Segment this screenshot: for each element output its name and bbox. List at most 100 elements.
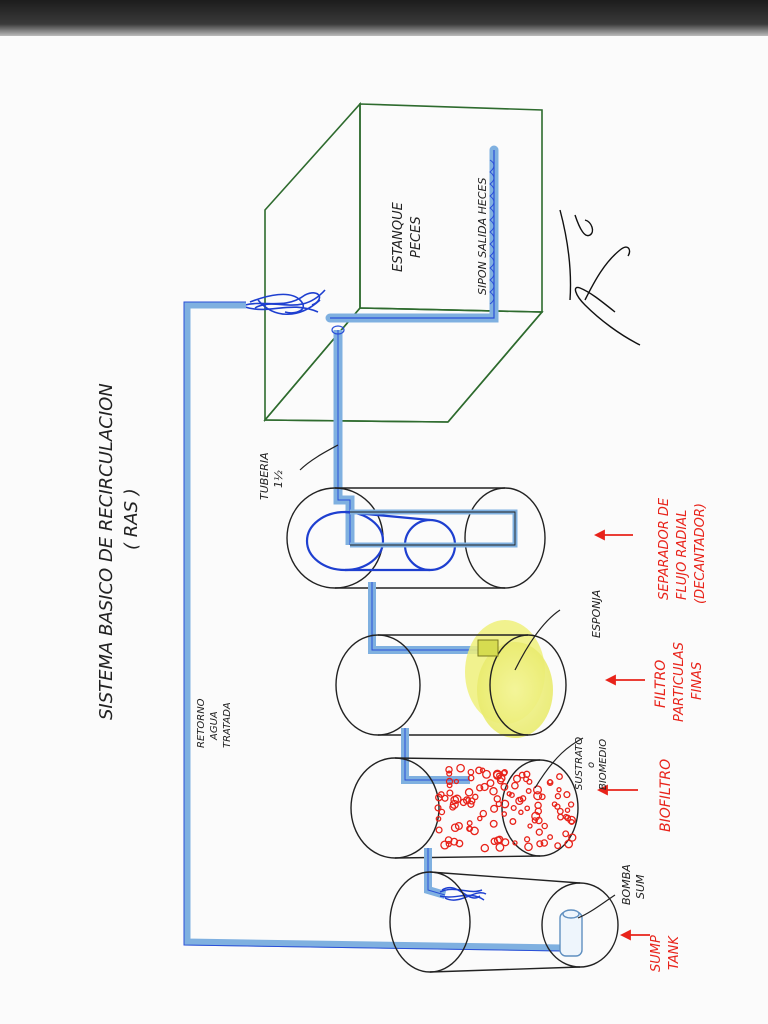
biomedia-bead [501,769,508,776]
sump-tank [389,871,619,973]
biofilter-label-text: BIOFILTRO [658,759,674,832]
biomedia-bead [495,842,505,852]
biomedia-bead [547,834,554,841]
biomedia-bead [446,789,454,797]
biomedia-bead [506,791,512,797]
paper-sheet [0,36,768,1024]
biomedia-bead [518,771,526,779]
biomedia-bead [568,819,575,825]
pump-label: BOMBA SUM [620,864,647,905]
biomedia-bead [477,815,483,822]
fish-tank [263,101,544,423]
biomedia-bead [479,767,486,774]
flow-arrows [593,529,650,941]
pipe-separator-to-filter [368,582,488,654]
filter-label-line2: PARTICULAS [672,642,687,722]
separator-internal-pipes [350,509,518,548]
biomedia-bead [493,795,502,803]
biomedia-bead [524,842,533,852]
biomedia-bead [450,823,460,833]
separator-label-line1: SEPARADOR DE [657,497,672,600]
substrate-label-line3: BIOMEDIO [598,739,609,790]
sponge-label: ESPONJA [590,590,603,638]
biomedia-bead [541,822,548,830]
pipe-label: TUBERIA 1½ [258,452,285,500]
biomedia-bead [490,837,499,846]
biomedia-bead [525,788,532,794]
filter-stage-label: FILTRO PARTICULAS FINAS [653,642,705,722]
biomedia-bead [472,793,479,801]
biomedia-bead [526,778,533,785]
substrate-label-line1: SUSTRATO [574,737,585,790]
pump-label-line1: BOMBA [620,864,633,905]
biomedia-bead [509,818,517,825]
tank-label-line1: ESTANQUE [391,201,406,272]
diagram-title: SISTEMA BASICO DE RECIRCULACION [96,383,117,720]
separator-stage-label: SEPARADOR DE FLUJO RADIAL (DECANTADOR) [657,497,708,604]
biomedia-bead [564,807,571,813]
biomedia-bead [446,770,453,777]
biomedia-bead [438,808,446,816]
biomedia-bead [434,804,442,812]
biomedia-bead [551,801,558,808]
biomedia-bead [523,836,531,843]
biomedia-bead [492,769,502,779]
biomedia-bead [554,793,562,800]
biomedia-bead [455,839,464,848]
biomedia-bead [518,809,524,816]
biomedia-bead [510,804,517,812]
biomedia-bead [567,801,575,808]
biomedia-bead [534,807,543,815]
pipe-filter-to-biofilter [401,728,470,784]
biomedia-bead [556,787,562,793]
radial-separator [286,487,546,589]
pipe-label-line1: TUBERIA [258,452,271,500]
return-pipe [183,301,563,952]
biomedia-bead [449,803,457,811]
biomedia-bead [435,826,443,834]
biomedia-bead [453,778,460,785]
biomedia-bead [480,843,490,853]
biofilter [350,757,579,859]
biomedia-bead [512,840,518,846]
biomedia-bead [489,787,498,796]
fine-particle-filter [335,620,567,738]
filter-label-line1: FILTRO [653,660,669,708]
siphon-label-text: SIPON SALIDA HECES [476,178,489,295]
tank-label-line2: PECES [409,216,424,258]
return-label-line1: RETORNO [196,698,207,748]
biomedia-beads [434,763,577,853]
biomedia-bead [465,797,471,803]
biofilter-stage-label: BIOFILTRO [658,759,674,832]
biomedia-bead [450,837,459,846]
biomedia-bead [482,769,491,779]
biomedia-bead [554,842,562,850]
biomedia-bead [456,763,465,773]
biomedia-bead [524,805,531,812]
separator-inner-cylinder [305,510,457,572]
biomedia-bead [489,819,498,828]
biomedia-bead [563,813,570,820]
sump-label-line1: SUMP [649,935,664,972]
leader-lines [299,444,616,919]
biomedia-bead [533,791,543,801]
biomedia-bead [564,839,574,849]
biomedia-bead [435,815,442,822]
biomedia-bead [493,836,502,845]
scan-top-edge [0,0,768,40]
biomedia-bead [511,781,519,790]
pipe-tank-to-separator [331,325,355,545]
biomedia-bead [490,804,499,813]
biomedia-bead [466,825,473,832]
sump-pump [559,909,583,957]
pipe-biofilter-to-sump [424,848,447,899]
biomedia-bead [467,768,475,776]
return-label-line2: AGUA [209,711,220,741]
biomedia-bead [440,840,450,850]
biomedia-bead [556,773,563,781]
biomedia-bead [540,839,549,847]
biomedia-bead [557,813,564,821]
pipe-label-line2: 1½ [272,470,285,488]
biomedia-bead [508,792,515,799]
pump-label-line2: SUM [634,874,647,899]
